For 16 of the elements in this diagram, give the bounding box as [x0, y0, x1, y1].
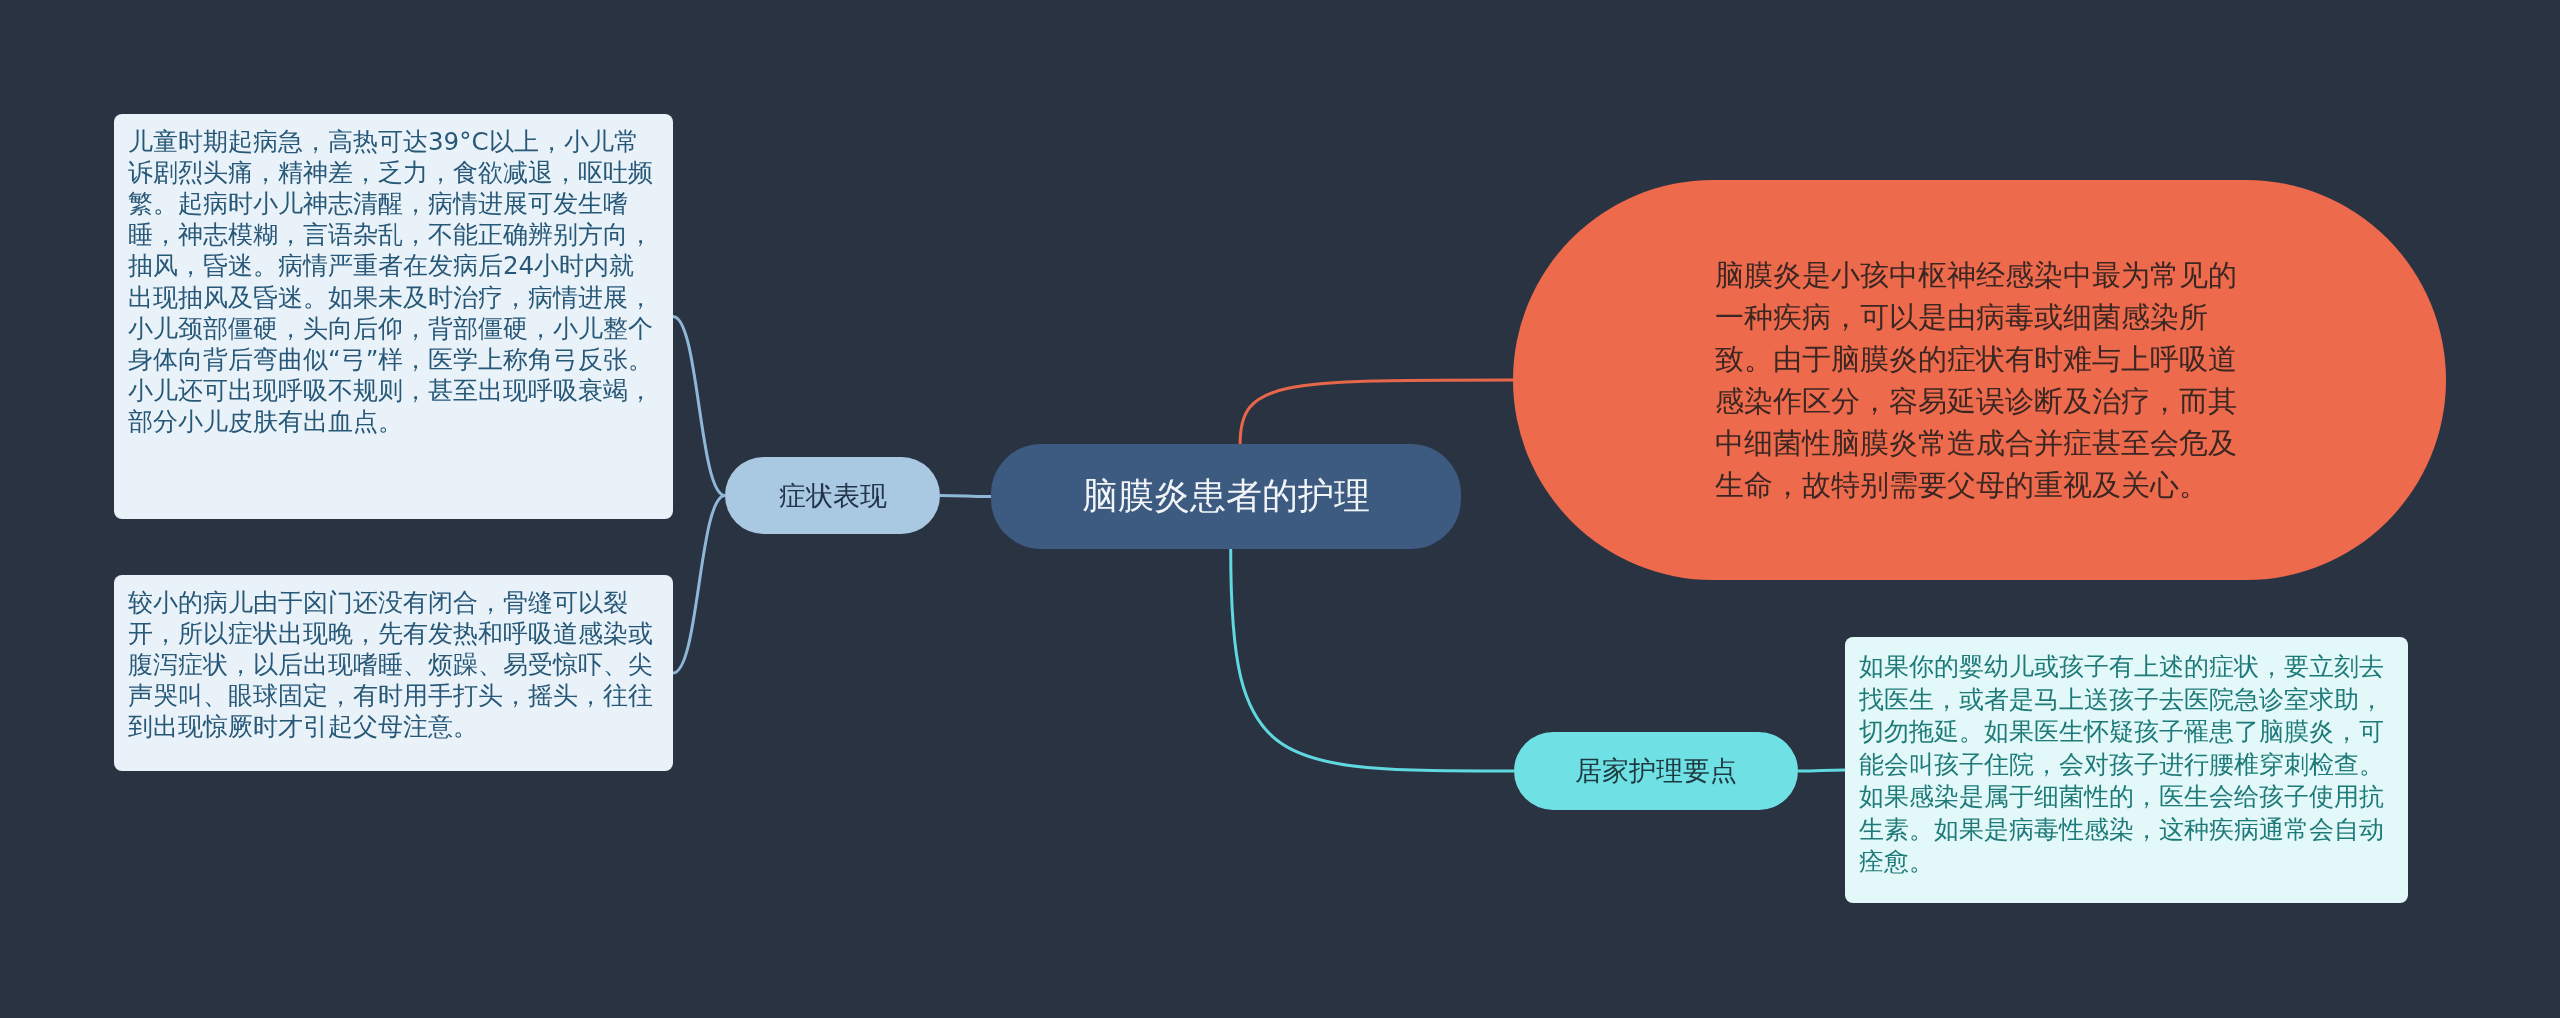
- node-text: 儿童时期起病急，高热可达39°C以上，小儿常诉剧烈头痛，精神差，乏力，食欲减退，呕吐频繁。起病时小儿神志清醒，病情进展可发生嗜睡，神志模糊，言语杂乱，不能正确辨别方向，抽风，昏迷。病情严重者在发病后24小时内就出现抽风及昏迷。如果未及时治疗，病情进展，小儿颈部僵硬，头向后仰，背部僵硬，小儿整个身体向背后弯曲似“弓”样，医学上称角弓反张。小儿还可出现呼吸不规则，甚至出现呼吸衰竭，部分小儿皮肤有出血点。: [128, 126, 655, 438]
- node-text: 如果你的婴幼儿或孩子有上述的症状，要立刻去找医生，或者是马上送孩子去医院急诊室求助，切勿拖延。如果医生怀疑孩子罹患了脑膜炎，可能会叫孩子住院，会对孩子进行腰椎穿刺检查。如果感染是属于细菌性的，医生会给孩子使用抗生素。如果是病毒性感染，这种疾病通常会自动痊愈。: [1859, 651, 2385, 879]
- connector-line: [1229, 548, 1514, 773]
- connector-line: [672, 494, 726, 675]
- node-text: 脑膜炎是小孩中枢神经感染中最为常见的一种疾病，可以是由病毒或细菌感染所致。由于脑膜炎的症状有时难与上呼吸道感染作区分，容易延误诊断及治疗，而其中细菌性脑膜炎常造成合并症甚至会危及生命，故特别需要父母的重视及关心。: [1714, 256, 2238, 505]
- note-card: [114, 575, 673, 771]
- connector-line: [1238, 378, 1513, 445]
- connector-line: [672, 315, 726, 497]
- connector-line: [1798, 768, 1845, 773]
- node-text: 症状表现: [778, 478, 887, 513]
- connector-line: [940, 494, 991, 498]
- node-text: 较小的病儿由于囟门还没有闭合，骨缝可以裂开，所以症状出现晚，先有发热和呼吸道感染或腹泻症状，以后出现嗜睡、烦躁、易受惊吓、尖声哭叫、眼球固定，有时用手打头，摇头，往往到出现惊厥时才引起父母注意。: [128, 587, 654, 743]
- node-text: 居家护理要点: [1575, 754, 1737, 788]
- node-text: 脑膜炎患者的护理: [1082, 474, 1370, 518]
- note-card: [114, 114, 673, 519]
- note-card: [1845, 637, 2408, 903]
